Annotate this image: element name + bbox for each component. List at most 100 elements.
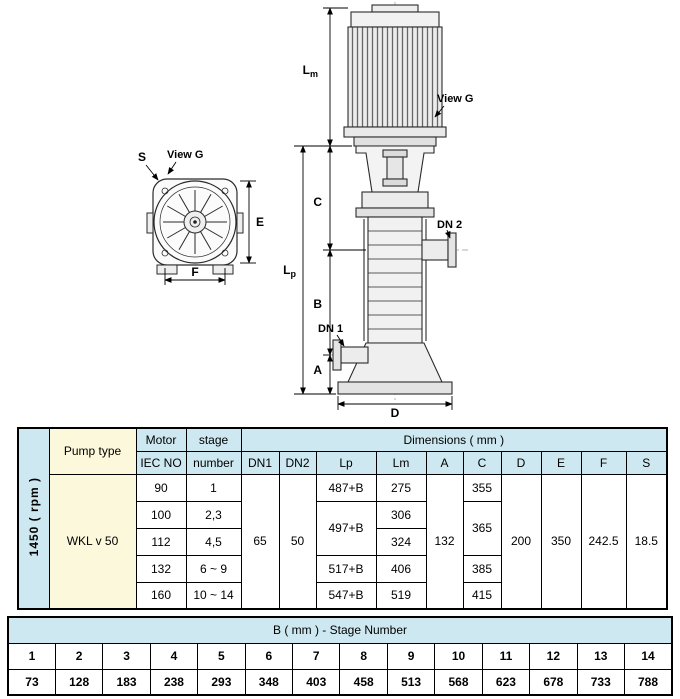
housing-bolt [161, 249, 169, 257]
c-value: 415 [462, 581, 502, 610]
lp-value: 487+B [315, 473, 377, 502]
e-value: 350 [540, 473, 582, 610]
stage-value: 6 ~ 9 [185, 554, 242, 583]
label-b: B [313, 297, 322, 311]
label-f: F [191, 265, 198, 279]
stage-table-header-row: B ( mm ) - Stage Number [7, 616, 673, 644]
stage-table-title: B ( mm ) - Stage Number [7, 616, 673, 644]
lp-value: 497+B [315, 500, 377, 556]
stage-number-cell: 3 [102, 642, 151, 670]
lm-value: 275 [375, 473, 427, 502]
lm-value: 406 [375, 554, 427, 583]
stage-number-cell: 9 [386, 642, 436, 670]
rpm-label: 1450 ( rpm ) [26, 477, 41, 557]
label-view-g-left: View G [167, 149, 203, 161]
stage-number-cell: 12 [529, 642, 578, 670]
label-c: C [313, 195, 322, 209]
foot-right [212, 264, 234, 275]
c-value: 385 [462, 554, 502, 583]
a-value: 132 [425, 473, 464, 610]
housing-tab-left [146, 212, 154, 234]
header-e: E [540, 450, 582, 475]
header-row-2: IEC NO number DN1 DN2 Lp Lm A C D E F S [18, 450, 668, 475]
lm-value: 519 [375, 581, 427, 610]
fan-cover [350, 11, 440, 28]
header-dimensions: Dimensions ( mm ) [240, 427, 668, 452]
motor-flange [353, 136, 437, 147]
label-a: A [313, 363, 322, 377]
b-value-cell: 513 [386, 668, 436, 696]
dimension-lines [294, 7, 453, 410]
stage-number-cell: 7 [292, 642, 341, 670]
header-stage: stage [185, 427, 242, 452]
dn2-flange [447, 232, 457, 268]
housing-bolt [221, 249, 229, 257]
iec-value: 112 [135, 527, 187, 556]
motor-body [347, 26, 443, 128]
stage-number-cell: 2 [54, 642, 104, 670]
dn1-value: 65 [240, 473, 280, 610]
s-value: 18.5 [625, 473, 668, 610]
coupling-top [382, 149, 408, 158]
header-row-1: 1450 ( rpm ) Pump type Motor stage Dimen… [17, 427, 668, 610]
lp-value: 547+B [315, 581, 377, 610]
c-value: 355 [462, 473, 502, 502]
shaft-center [193, 220, 197, 224]
iec-value: 132 [135, 554, 187, 583]
b-value-cell: 458 [339, 668, 388, 696]
fan-inner-ring [159, 186, 231, 258]
dimensions-table: 1450 ( rpm ) Pump type Motor stage Dimen… [17, 427, 669, 610]
stage-value: 1 [185, 473, 242, 502]
coupling-bottom [382, 178, 408, 187]
b-value-cell: 73 [7, 668, 56, 696]
header-motor: Motor [135, 427, 187, 452]
label-lp: Lp [283, 263, 296, 279]
stage-number-table: B ( mm ) - Stage Number 1 2 3 4 5 6 7 8 … [7, 616, 673, 696]
stage-number-cell: 8 [339, 642, 388, 670]
header-iec-no: IEC NO [135, 450, 187, 475]
table-row: 132 6 ~ 9 517+B 406 385 [18, 554, 667, 583]
stage-value-row: 73 128 183 238 293 348 403 458 513 568 6… [7, 668, 673, 696]
fan-view-labels: S View G E F [138, 149, 264, 279]
b-value-cell: 623 [481, 668, 531, 696]
header-f: F [580, 450, 627, 475]
stage-rings [368, 230, 422, 330]
suction-pipe [340, 346, 369, 364]
discharge-pipe [421, 239, 449, 261]
header-a: A [425, 450, 464, 475]
iec-value: 100 [135, 500, 187, 529]
b-value-cell: 183 [102, 668, 151, 696]
iec-value: 90 [135, 473, 187, 502]
table-row: 100 2,3 497+B 306 365 [18, 500, 667, 556]
header-dn2: DN2 [278, 450, 317, 475]
stage-number-cell: 10 [434, 642, 483, 670]
label-dn1: DN 1 [318, 323, 343, 335]
stage-number-cell: 11 [481, 642, 531, 670]
pump-head [361, 191, 429, 209]
lm-value: 324 [375, 527, 427, 556]
label-lm: Lm [303, 63, 318, 79]
lm-value: 306 [375, 500, 427, 529]
b-value-cell: 128 [54, 668, 104, 696]
label-e: E [256, 215, 264, 229]
fan-view [146, 178, 244, 275]
pump-assembly [332, 4, 457, 395]
stage-barrel [367, 216, 423, 344]
b-value-cell: 293 [197, 668, 246, 696]
c-value: 365 [462, 500, 502, 556]
stage-number-cell: 14 [623, 642, 673, 670]
stage-number-cell: 5 [197, 642, 246, 670]
stage-number-row: 1 2 3 4 5 6 7 8 9 10 11 12 13 14 [7, 642, 673, 670]
table-row: 160 10 ~ 14 547+B 519 415 [18, 581, 667, 610]
pump-technical-drawing: Lm C Lp B A D DN 1 DN 2 View G [138, 2, 473, 420]
b-value-cell: 238 [149, 668, 199, 696]
header-lm: Lm [375, 450, 427, 475]
f-value: 242.5 [580, 473, 627, 610]
iec-value: 160 [135, 581, 187, 610]
dn1-flange [332, 339, 342, 371]
table-row: WKL v 50 90 1 65 50 487+B 275 132 355 20… [18, 473, 668, 610]
housing-bolt [221, 187, 229, 195]
stage-number-cell: 6 [244, 642, 294, 670]
housing-bolt [161, 187, 169, 195]
base-plate [337, 381, 453, 395]
